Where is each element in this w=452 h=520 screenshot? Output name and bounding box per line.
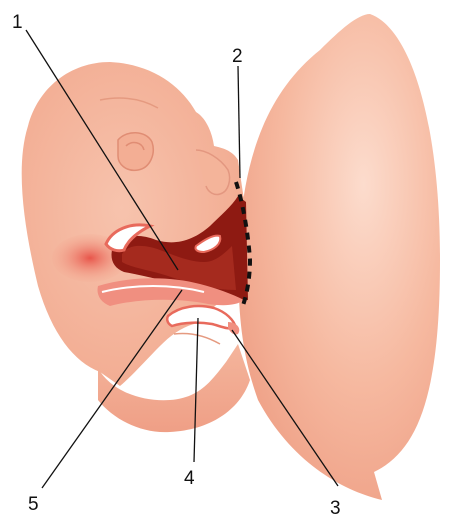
leader-line-2 <box>238 66 240 178</box>
label-1: 1 <box>12 12 23 33</box>
label-4: 4 <box>184 468 195 489</box>
ear <box>118 133 153 171</box>
label-2: 2 <box>232 46 243 67</box>
lower-lip <box>167 306 236 328</box>
label-5: 5 <box>28 494 39 515</box>
breast <box>239 14 440 500</box>
leader-line-4 <box>194 318 198 462</box>
label-3: 3 <box>330 498 341 519</box>
